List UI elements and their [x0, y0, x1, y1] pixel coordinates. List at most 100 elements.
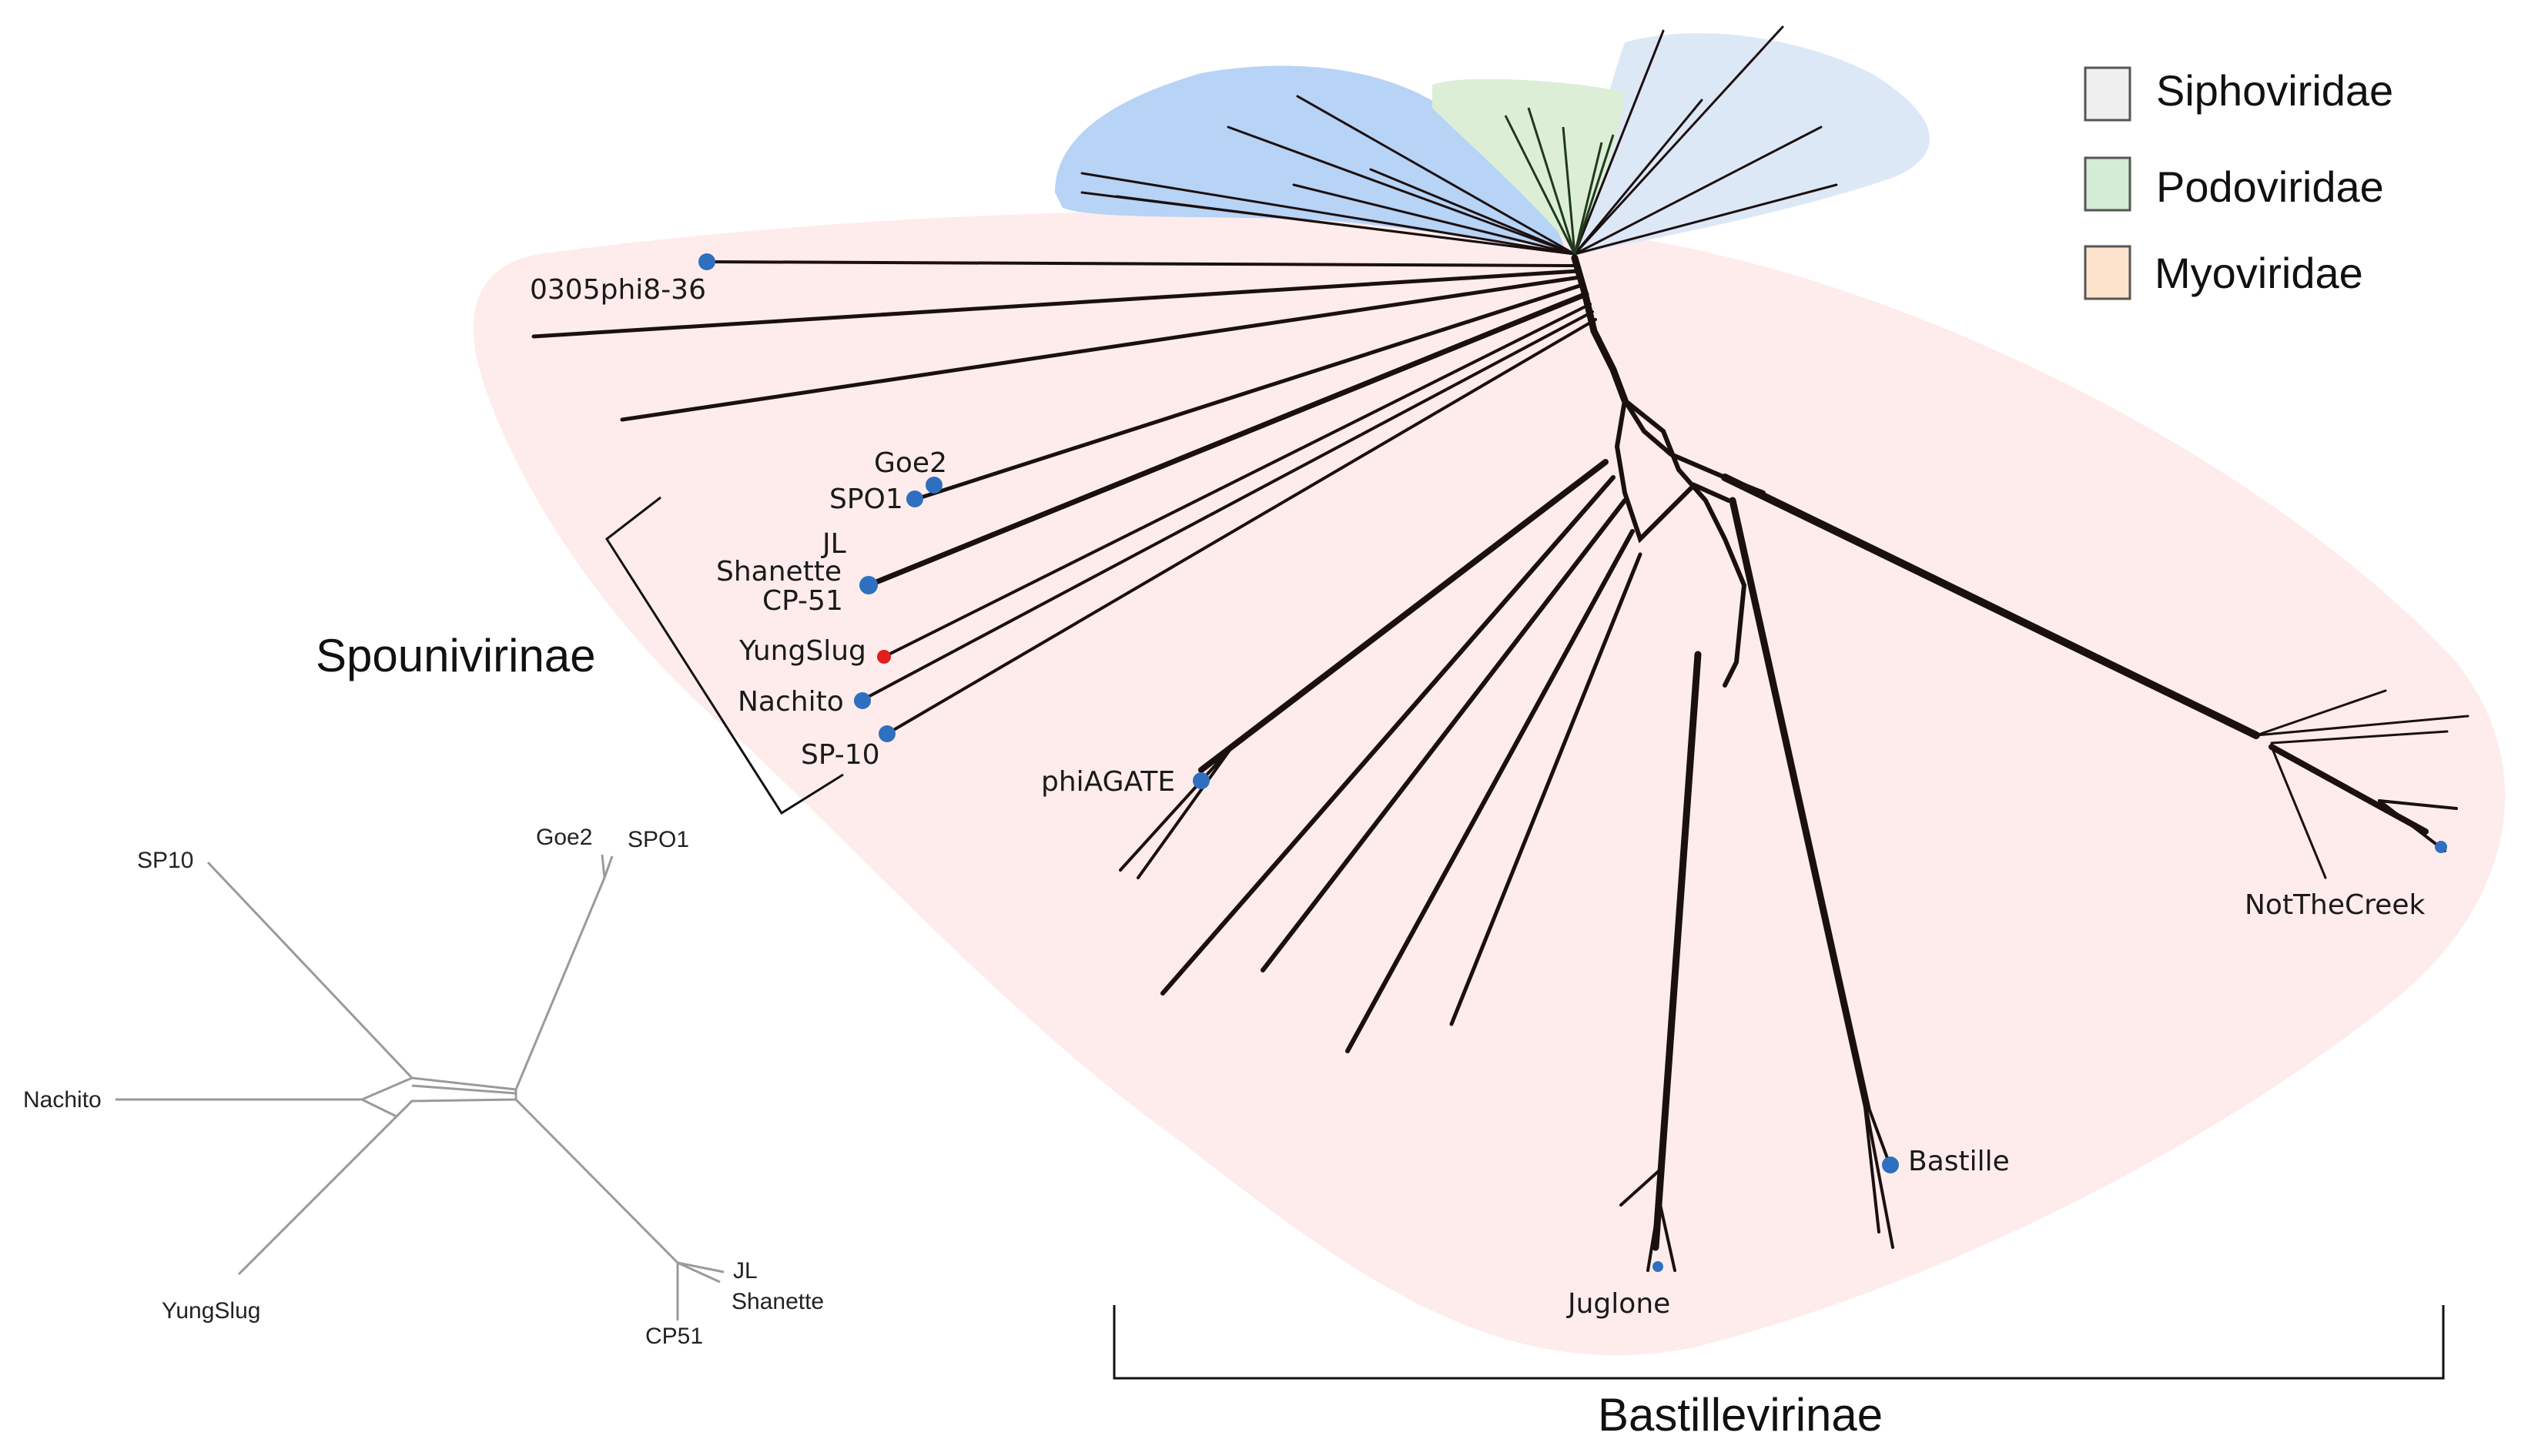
branch-juglone-1 [1619, 1169, 1661, 1207]
taxon-label-jl: JL [821, 528, 846, 560]
inset-label-nachito: Nachito [23, 1087, 102, 1113]
legend-label-podoviridae: Podoviridae [2156, 162, 2384, 211]
main-tree-branches [531, 25, 2469, 1272]
legend: Siphoviridae Podoviridae Myoviridae [2084, 66, 2393, 300]
taxon-label-phiagate: phiAGATE [1041, 766, 1175, 798]
marker-notthecreek [2435, 841, 2447, 853]
marker-goe2 [926, 477, 943, 494]
branch-sipho-5 [1369, 168, 1576, 256]
taxon-label-bastille: Bastille [1908, 1146, 2010, 1177]
inset-label-spo1: SPO1 [628, 827, 689, 852]
taxon-label-shanette: Shanette [716, 556, 842, 587]
branch-bastille-3 [1862, 1092, 1894, 1249]
marker-yungslug [877, 650, 891, 664]
branch-nc-3 [2270, 745, 2327, 879]
taxon-label-notthecreek: NotTheCreek [2245, 889, 2425, 921]
branch-sp10 [886, 318, 1597, 735]
branch-phiagate-2 [1137, 745, 1234, 879]
branch-notthecreek-clade [1721, 474, 2260, 739]
branch-fan-b [1261, 498, 1627, 972]
branch-fan-d [1449, 552, 1642, 1026]
myoviridae-region [473, 210, 2506, 1356]
podoviridae-branches [1504, 107, 1615, 255]
branch-sipho-10 [1573, 99, 1703, 256]
branch-nc-7 [2378, 799, 2458, 810]
taxon-label-juglone: Juglone [1566, 1288, 1670, 1320]
inset-label-cp51: CP51 [645, 1324, 703, 1349]
inset-reticulation [361, 1076, 517, 1118]
main-tree-labels: 0305phi8-36 Goe2 SPO1 JL Shanette CP-51 … [530, 274, 2425, 1320]
branch-yungslug [882, 303, 1592, 658]
inset-branch-shanette [677, 1261, 721, 1284]
branch-bastille-clade [1729, 497, 1871, 1113]
inset-label-sp10: SP10 [137, 848, 193, 873]
branch-sipho-9 [1573, 183, 1838, 256]
taxon-label-goe2: Goe2 [874, 447, 947, 479]
branch-nc-2 [2255, 715, 2469, 737]
taxon-label-spo1: SPO1 [829, 484, 903, 515]
inset-label-jl: JL [733, 1258, 758, 1284]
inset-branch-goe2 [601, 854, 606, 879]
marker-spo1 [906, 490, 923, 507]
taxon-label-sp10: SP-10 [801, 739, 880, 771]
branch-bastille-1 [1862, 1092, 1892, 1168]
branch-podo-2 [1527, 107, 1576, 255]
marker-0305phi8-36 [698, 253, 715, 270]
branch-phiagate-clade [1198, 459, 1609, 773]
branch-podo-3 [1562, 126, 1576, 255]
branch-jl-shanette-cp51 [866, 291, 1589, 588]
marker-phiagate [1193, 772, 1210, 789]
branch-sipho-3 [1227, 126, 1576, 256]
branch-sipho-1 [1080, 172, 1576, 256]
taxon-label-yungslug: YungSlug [738, 635, 866, 667]
inset-label-goe2: Goe2 [536, 825, 592, 850]
main-tree-markers [698, 253, 2447, 1272]
legend-swatch-podoviridae [2084, 156, 2131, 212]
spounivirinae-label: Spounivirinae [316, 630, 596, 681]
inset-branch-jl-shanette-cp51 [514, 1098, 679, 1264]
branch-nachito [859, 310, 1594, 702]
legend-label-myoviridae: Myoviridae [2155, 249, 2363, 297]
inset-branch-spo1 [603, 855, 614, 879]
marker-nachito [854, 692, 871, 709]
inset-branch-goe2-spo1 [514, 877, 606, 1090]
branch-leaf-a [531, 269, 1581, 339]
branch-sipho-8 [1573, 126, 1823, 256]
branch-leaf-b [620, 275, 1582, 422]
inset-tree-branches [116, 854, 725, 1320]
branch-juglone-3 [1658, 1200, 1676, 1272]
legend-swatch-siphoviridae [2084, 66, 2131, 122]
siphoviridae-region-light [1579, 33, 1930, 254]
branch-fan-a [1160, 475, 1616, 996]
branch-nc-6 [2378, 799, 2446, 852]
branch-sipho-7 [1573, 25, 1784, 256]
legend-label-siphoviridae: Siphoviridae [2156, 66, 2393, 115]
branch-0305phi8-36 [705, 260, 1576, 267]
inset-branch-jl [677, 1261, 725, 1274]
branch-podo-4 [1573, 142, 1603, 255]
branch-podo-1 [1504, 115, 1576, 255]
marker-juglone [1652, 1261, 1663, 1272]
legend-swatch-myoviridae [2084, 245, 2131, 300]
inset-label-shanette: Shanette [732, 1289, 824, 1314]
inset-label-yungslug: YungSlug [162, 1298, 260, 1324]
inset-tree: SP10 Goe2 SPO1 Nachito YungSlug JL Shane… [23, 825, 824, 1349]
inset-branch-sp10 [206, 861, 414, 1079]
branch-sipho-4 [1296, 95, 1576, 256]
marker-cp51 [859, 576, 878, 594]
branch-bastille-2 [1862, 1092, 1880, 1233]
branch-juglone-clade [1652, 651, 1702, 1251]
branch-fan-c [1345, 529, 1635, 1053]
bastillevirinae-bracket [1113, 1305, 2445, 1380]
branch-sipho-11 [1292, 183, 1576, 256]
inset-branch-yungslug [237, 1115, 398, 1276]
marker-bastille [1882, 1156, 1899, 1173]
trunk-branch [1571, 254, 1629, 404]
taxon-label-nachito: Nachito [738, 686, 844, 718]
taxon-label-cp51: CP-51 [762, 585, 843, 617]
marker-sp10 [879, 725, 896, 742]
branch-juglone-2 [1646, 1200, 1661, 1272]
branch-sipho-12 [1080, 191, 1576, 256]
branch-nc-1 [2255, 689, 2387, 737]
